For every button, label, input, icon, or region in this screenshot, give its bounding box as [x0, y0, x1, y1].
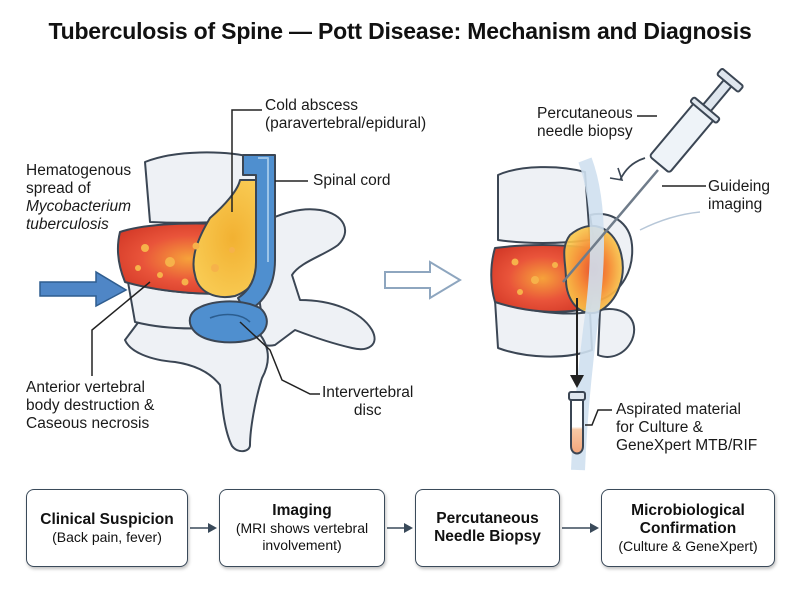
- guiding-imaging-label: Guideing imaging: [708, 178, 770, 214]
- cold-abscess-line2: (paravertebral/epidural): [265, 115, 427, 132]
- flow-step-clinical-suspicion: Clinical Suspicion (Back pain, fever): [26, 489, 188, 567]
- page-title: Tuberculosis of Spine — Pott Disease: Me…: [48, 18, 752, 44]
- aspirated-material-label: Aspirated material for Culture & GeneXpe…: [616, 401, 757, 455]
- cold-abscess-label: Cold abscess (paravertebral/epidural): [265, 97, 426, 133]
- hematogenous-line1: Hematogenous: [26, 162, 132, 179]
- disc-line1: Intervertebral: [322, 384, 414, 401]
- aspirated-line3: GeneXpert MTB/RIF: [616, 437, 758, 454]
- syringe: [562, 68, 744, 283]
- cold-abscess-line1: Cold abscess: [265, 97, 359, 114]
- guiding-line1: Guideing: [708, 178, 771, 195]
- spread-arrow: [39, 270, 128, 308]
- disc-line2: disc: [353, 402, 382, 419]
- right-vertebra: [490, 166, 636, 358]
- flow-step-title: Imaging: [272, 502, 332, 519]
- specimen-tube: [568, 391, 586, 455]
- biopsy-line1: Percutaneous: [537, 105, 633, 122]
- aspirated-line1: Aspirated material: [616, 401, 741, 418]
- flow-step-subtitle: (Back pain, fever): [52, 528, 162, 545]
- flow-step-title: Percutaneous Needle Biopsy: [434, 510, 541, 545]
- hematogenous-line2: spread of: [26, 180, 91, 197]
- aspirated-line2: for Culture &: [616, 419, 704, 436]
- necrosis-texture: [135, 242, 235, 286]
- guiding-line2: imaging: [708, 196, 763, 213]
- transition-arrow: [384, 260, 462, 300]
- hematogenous-line3: Mycobacterium: [26, 198, 132, 215]
- anterior-line1: Anterior vertebral: [26, 379, 145, 396]
- biopsy-line2: needle biopsy: [537, 123, 633, 140]
- anterior-line2: body destruction &: [26, 397, 155, 414]
- flow-step-needle-biopsy: Percutaneous Needle Biopsy: [415, 489, 560, 567]
- anterior-line3: Caseous necrosis: [26, 415, 150, 432]
- flow-step-subtitle: (MRI shows vertebral involvement): [235, 520, 369, 553]
- leader-lines: [91, 109, 706, 426]
- flow-step-title: Clinical Suspicion: [40, 510, 174, 528]
- needle-biopsy-label: Percutaneous needle biopsy: [537, 105, 633, 141]
- flow-step-title: Microbiological Confirmation: [631, 501, 745, 537]
- left-vertebra: [116, 151, 376, 453]
- intervertebral-disc-label: Intervertebral disc: [322, 384, 413, 420]
- flow-arrows: [190, 523, 599, 533]
- flow-step-microbiological-confirmation: Microbiological Confirmation (Culture & …: [601, 489, 775, 567]
- hematogenous-line4: tuberculosis: [26, 216, 109, 233]
- flow-step-subtitle: (Culture & GeneXpert): [618, 537, 758, 554]
- spinal-cord-label: Spinal cord: [313, 172, 391, 189]
- hematogenous-label: Hematogenous spread of Mycobacterium tub…: [26, 162, 131, 234]
- flow-step-imaging: Imaging (MRI shows vertebral involvement…: [219, 489, 385, 567]
- anterior-destruction-label: Anterior vertebral body destruction & Ca…: [26, 379, 154, 433]
